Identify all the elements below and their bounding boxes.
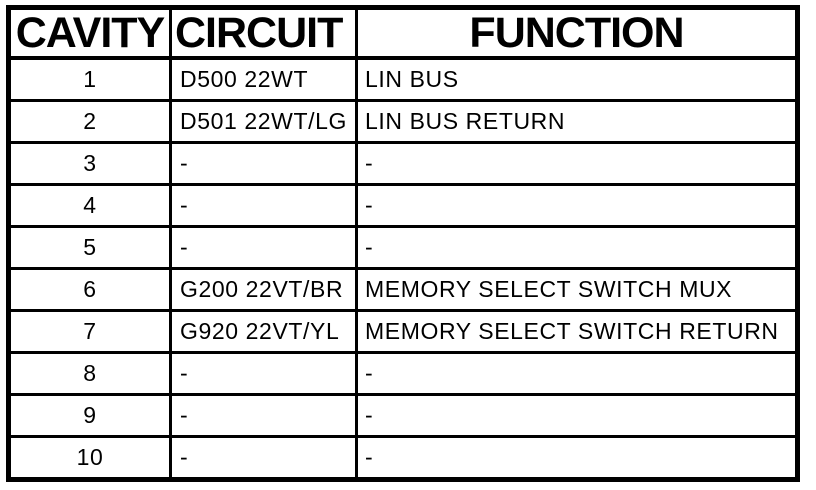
- function-cell: -: [355, 225, 799, 270]
- cavity-cell: 8: [7, 351, 172, 396]
- circuit-cell: -: [169, 435, 358, 481]
- table-row: 2 D501 22WT/LG LIN BUS RETURN: [7, 99, 799, 144]
- cavity-cell: 10: [7, 435, 172, 481]
- table-row: 7 G920 22VT/YL MEMORY SELECT SWITCH RETU…: [7, 309, 799, 354]
- circuit-cell: D501 22WT/LG: [169, 99, 358, 144]
- table-row: 8 - -: [7, 351, 799, 396]
- circuit-cell: -: [169, 183, 358, 228]
- cavity-cell: 4: [7, 183, 172, 228]
- cavity-cell: 3: [7, 141, 172, 186]
- column-header-function: FUNCTION: [355, 6, 799, 60]
- function-cell: LIN BUS: [355, 56, 799, 102]
- function-cell: -: [355, 141, 799, 186]
- function-cell: -: [355, 183, 799, 228]
- circuit-cell: -: [169, 225, 358, 270]
- function-cell: LIN BUS RETURN: [355, 99, 799, 144]
- circuit-cell: G920 22VT/YL: [169, 309, 358, 354]
- table-row: 5 - -: [7, 225, 799, 270]
- connector-pinout-table: CAVITY CIRCUIT FUNCTION 1 D500 22WT LIN …: [6, 5, 800, 482]
- circuit-cell: -: [169, 393, 358, 438]
- function-cell: MEMORY SELECT SWITCH MUX: [355, 267, 799, 312]
- table-row: 10 - -: [7, 435, 799, 481]
- table-row: 4 - -: [7, 183, 799, 228]
- function-cell: MEMORY SELECT SWITCH RETURN: [355, 309, 799, 354]
- table-row: 6 G200 22VT/BR MEMORY SELECT SWITCH MUX: [7, 267, 799, 312]
- table-row: 9 - -: [7, 393, 799, 438]
- cavity-cell: 9: [7, 393, 172, 438]
- function-cell: -: [355, 435, 799, 481]
- function-cell: -: [355, 393, 799, 438]
- circuit-cell: D500 22WT: [169, 56, 358, 102]
- column-header-circuit: CIRCUIT: [169, 6, 358, 60]
- cavity-cell: 5: [7, 225, 172, 270]
- column-header-cavity: CAVITY: [7, 6, 172, 60]
- table-row: 1 D500 22WT LIN BUS: [7, 56, 799, 102]
- table-row: 3 - -: [7, 141, 799, 186]
- table-header-row: CAVITY CIRCUIT FUNCTION: [7, 6, 799, 60]
- circuit-cell: G200 22VT/BR: [169, 267, 358, 312]
- cavity-cell: 1: [7, 56, 172, 102]
- cavity-cell: 6: [7, 267, 172, 312]
- cavity-cell: 7: [7, 309, 172, 354]
- function-cell: -: [355, 351, 799, 396]
- circuit-cell: -: [169, 351, 358, 396]
- cavity-cell: 2: [7, 99, 172, 144]
- circuit-cell: -: [169, 141, 358, 186]
